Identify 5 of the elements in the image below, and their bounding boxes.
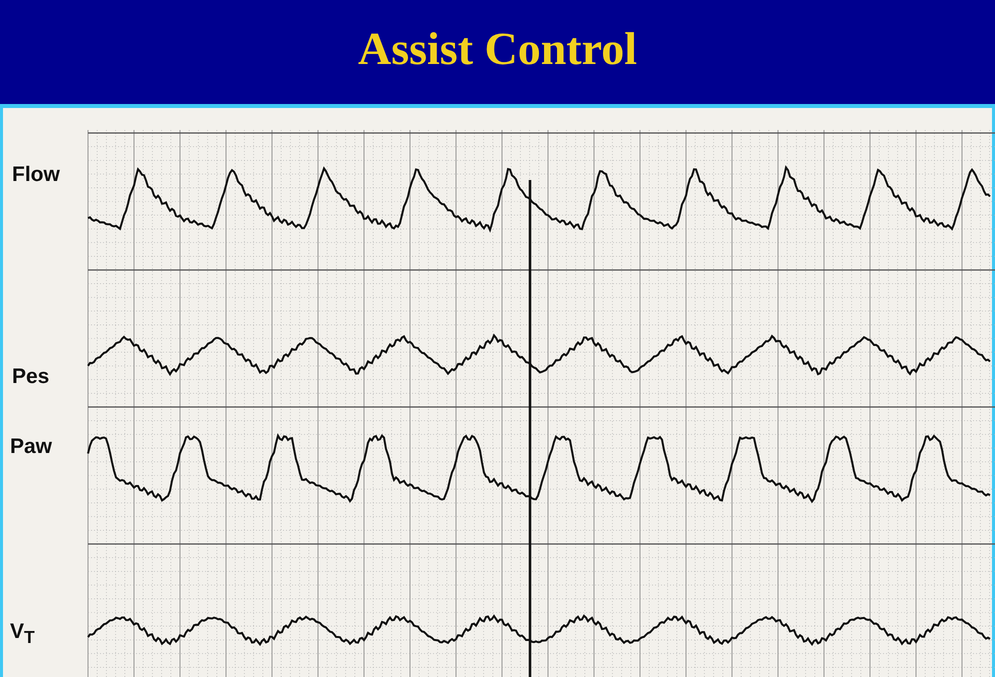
slide-title: Assist Control (356, 22, 638, 75)
trace-label: Flow (12, 163, 60, 187)
trace-label: Pes (12, 365, 50, 389)
trace-label: Paw (10, 435, 52, 459)
trace-label: V$_{T}$ (10, 620, 35, 648)
